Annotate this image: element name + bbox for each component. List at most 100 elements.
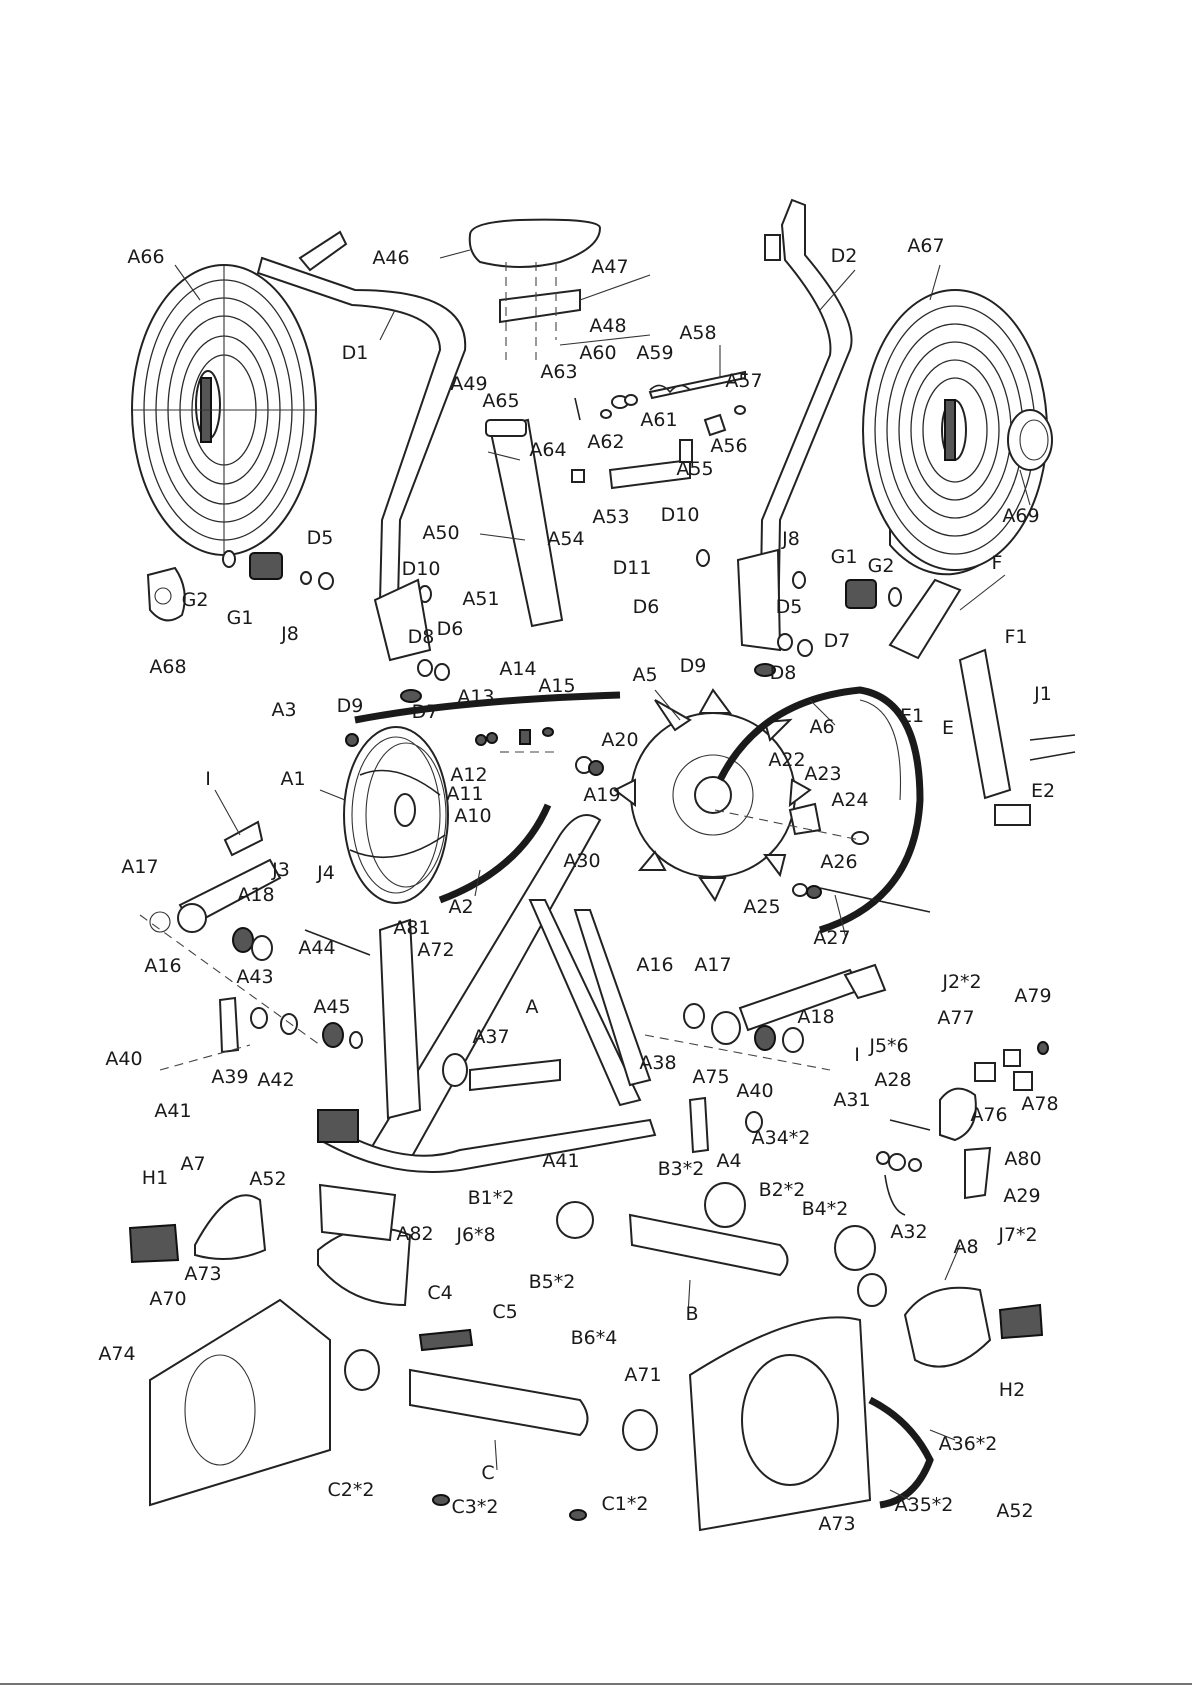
part-label-a18r: A18 [797,1006,834,1028]
part-label-a16: A16 [144,955,181,977]
part-label-a55: A55 [676,458,713,480]
part-label-a46: A46 [372,247,409,269]
part-label-a76: A76 [970,1104,1007,1126]
part-label-a73r: A73 [818,1513,855,1535]
leader-lines [174,249,1031,1501]
part-label-a72: A72 [417,939,454,961]
part-label-a11: A11 [446,783,483,805]
part-label-a18: A18 [237,884,274,906]
part-label-a28: A28 [874,1069,911,1091]
part-label-e1: E1 [900,705,924,727]
part-label-a77: A77 [937,1007,974,1029]
part-label-b3: B3*2 [658,1158,705,1180]
part-label-j2: J2*2 [941,971,981,993]
part-label-d10l: D10 [402,558,441,580]
part-label-b4: B4*2 [802,1198,849,1220]
part-label-b2: B2*2 [759,1179,806,1201]
part-label-d6: D6 [437,618,464,640]
brake-lever-parts [876,1041,1049,1216]
part-label-a: A [526,996,539,1018]
part-label-a70: A70 [149,1288,186,1310]
part-label-a65: A65 [482,390,519,412]
part-label-a63: A63 [540,361,577,383]
part-label-a4: A4 [716,1150,741,1172]
part-label-a71: A71 [624,1364,661,1386]
part-label-a17: A17 [121,856,158,878]
part-label-a15: A15 [538,675,575,697]
part-label-a40r: A40 [736,1080,773,1102]
drive-pulley [343,691,621,904]
part-label-a75: A75 [692,1066,729,1088]
part-label-a41: A41 [154,1100,191,1122]
part-label-j3: J3 [271,859,290,881]
part-label-c2: C2*2 [328,1479,375,1501]
part-label-a54: A54 [547,528,584,550]
part-label-a3: A3 [271,699,296,721]
part-label-a51: A51 [462,588,499,610]
part-label-a59: A59 [636,342,673,364]
part-label-a25: A25 [743,896,780,918]
part-label-d8: D8 [408,626,435,648]
right-handlebar [696,198,902,677]
part-label-a34: A34*2 [752,1127,811,1149]
part-label-a73: A73 [184,1263,221,1285]
support-parts [344,578,1076,1521]
cover-shrouds [128,1183,1044,1532]
part-label-d5: D5 [307,527,334,549]
part-label-d8r: D8 [770,662,797,684]
part-label-a37: A37 [472,1026,509,1048]
part-label-a53: A53 [592,506,629,528]
part-label-a60: A60 [579,342,616,364]
part-label-d7: D7 [412,701,439,723]
part-label-a5: A5 [632,664,657,686]
part-label-a50: A50 [422,522,459,544]
part-label-e: E [942,717,954,739]
part-label-a19: A19 [583,784,620,806]
part-label-j7: J7*2 [997,1224,1037,1246]
part-label-c3: C3*2 [452,1496,499,1518]
part-label-c5: C5 [492,1301,517,1323]
part-label-a24: A24 [831,789,868,811]
part-label-a68: A68 [149,656,186,678]
part-label-a36: A36*2 [939,1433,998,1455]
part-label-g1r: G1 [831,546,858,568]
part-label-e2: E2 [1031,780,1055,802]
part-label-a45: A45 [313,996,350,1018]
part-label-a13: A13 [457,686,494,708]
part-label-a49: A49 [450,373,487,395]
part-label-j4: J4 [316,862,335,884]
part-label-d9r: D9 [680,655,707,677]
part-label-a47: A47 [591,256,628,278]
part-label-a41r: A41 [542,1150,579,1172]
part-label-a16r: A16 [636,954,673,976]
part-label-a2: A2 [448,896,473,918]
part-label-d11: D11 [613,557,652,579]
part-label-a44: A44 [298,937,335,959]
part-label-b: B [685,1303,698,1325]
part-label-a7: A7 [180,1153,205,1175]
seat-assembly [468,218,602,628]
part-label-j1: J1 [1033,683,1052,705]
part-label-b1: B1*2 [468,1187,515,1209]
part-label-a1: A1 [280,768,305,790]
part-label-b6: B6*4 [571,1327,618,1349]
part-label-a23: A23 [804,763,841,785]
part-label-f: F [992,552,1003,574]
part-label-a39: A39 [211,1066,248,1088]
part-label-g2: G2 [182,589,209,611]
part-label-a58: A58 [679,322,716,344]
part-label-a40: A40 [105,1048,142,1070]
main-frame [317,814,657,1173]
left-handle-parts [146,550,450,703]
part-label-a32: A32 [890,1221,927,1243]
tensioner-parts [475,727,604,776]
part-label-a82: A82 [396,1223,433,1245]
part-label-i: I [205,768,211,790]
part-label-a22: A22 [768,749,805,771]
right-crank-parts [644,963,887,1154]
part-label-a80: A80 [1004,1148,1041,1170]
part-label-a27: A27 [813,927,850,949]
fan-shaft-parts [714,802,931,913]
part-label-h1: H1 [142,1167,168,1189]
